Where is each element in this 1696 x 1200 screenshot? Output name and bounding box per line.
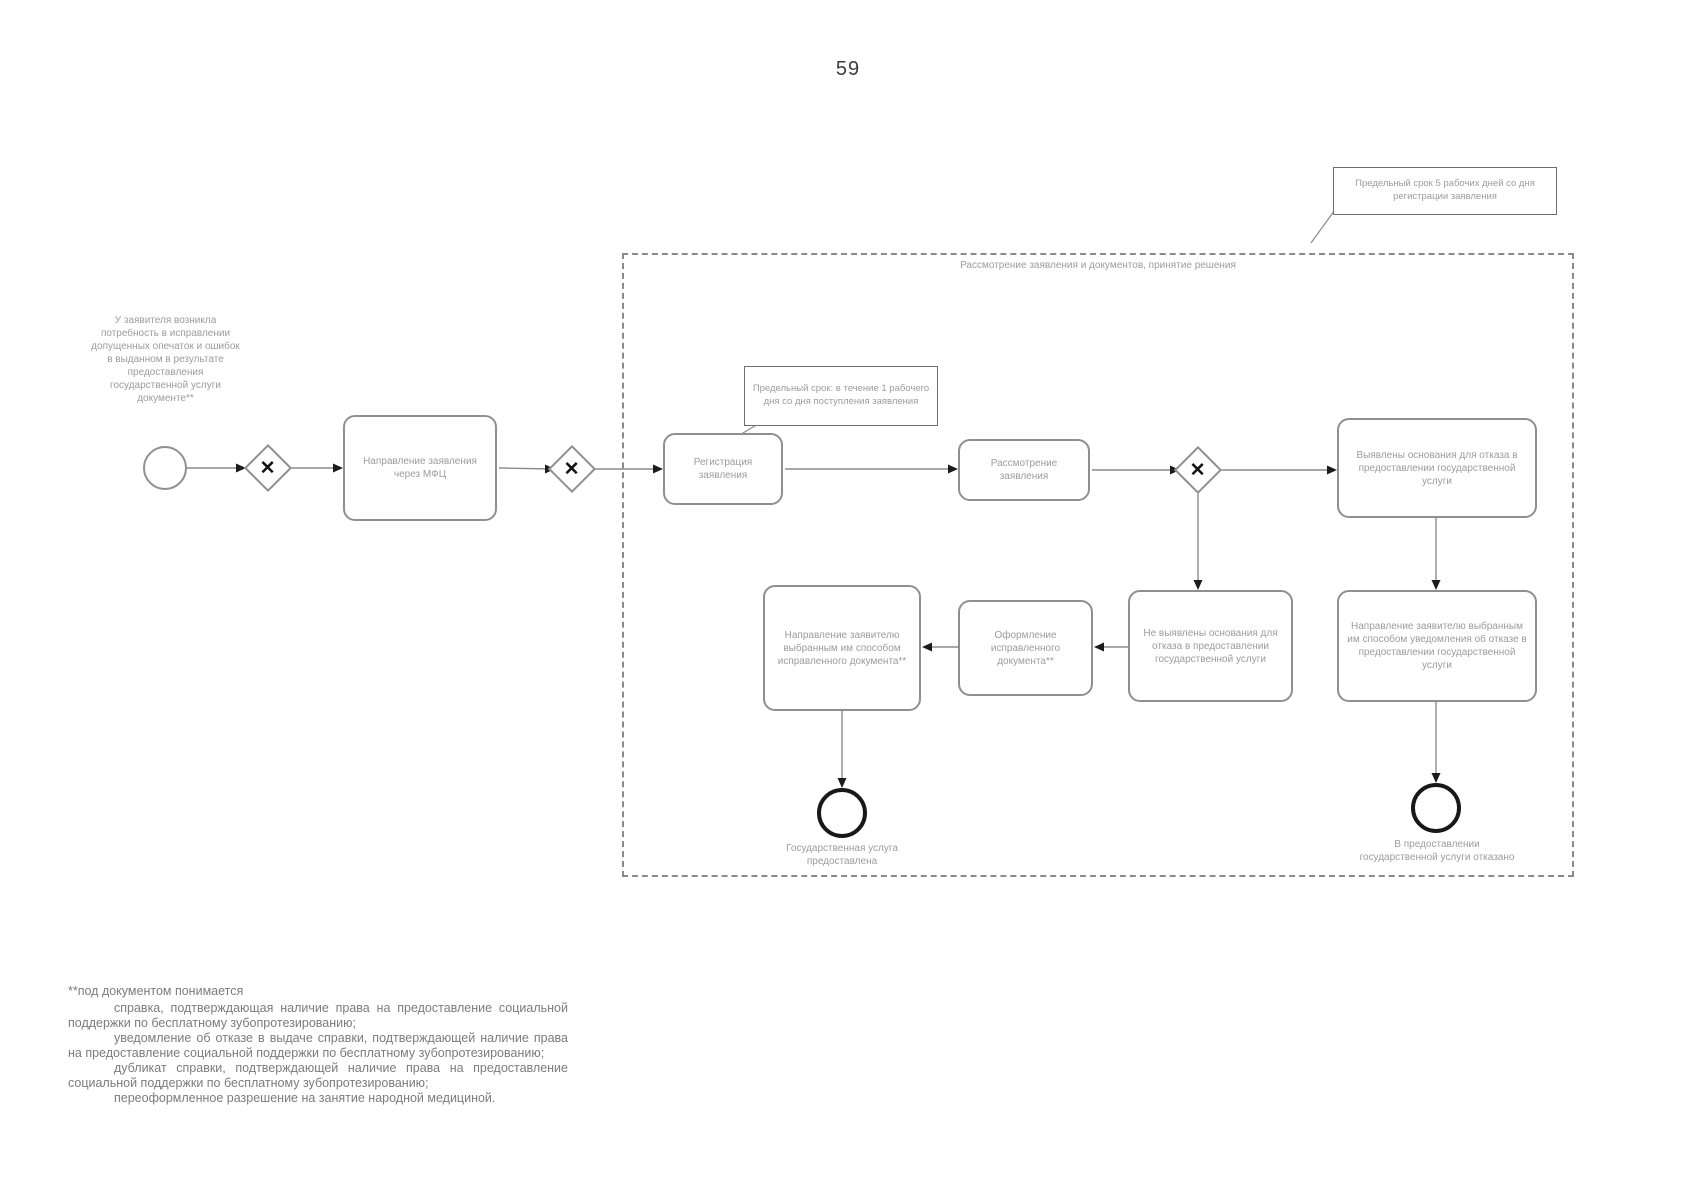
- annotation-deadline-registration: Предельный срок: в течение 1 рабочего дн…: [744, 366, 938, 426]
- task-send-document: Направление заявителю выбранным им спосо…: [763, 585, 921, 711]
- task-send-refusal: Направление заявителю выбранным им спосо…: [1337, 590, 1537, 702]
- gateway-x-icon: ✕: [564, 458, 580, 480]
- footnote-item: переоформленное разрешение на занятие на…: [114, 1091, 496, 1105]
- footnote: **под документом понимается справка, под…: [68, 984, 568, 1106]
- gateway-x-icon: ✕: [260, 457, 276, 479]
- footnote-item: дубликат справки, подтверждающей наличие…: [68, 1061, 568, 1090]
- task-no-grounds: Не выявлены основания для отказа в предо…: [1128, 590, 1293, 702]
- task-send-via-mfc: Направление заявления через МФЦ: [343, 415, 497, 521]
- end-event-refused-label: В предоставлении государственной услуги …: [1359, 839, 1515, 863]
- end-event-success-label: Государственная услуга предоставлена: [786, 843, 898, 867]
- task-prepare-document: Оформление исправленного документа**: [958, 600, 1093, 696]
- task-registration: Регистрация заявления: [663, 433, 783, 505]
- start-event: [143, 446, 187, 490]
- annotation-deadline-5-days: Предельный срок 5 рабочих дней со дня ре…: [1333, 167, 1557, 215]
- footnote-item: уведомление об отказе в выдаче справки, …: [68, 1031, 568, 1060]
- start-event-label: У заявителя возникла потребность в испра…: [91, 315, 240, 404]
- end-event-refused: [1411, 783, 1461, 833]
- page-number: 59: [835, 58, 861, 80]
- lane-title: Рассмотрение заявления и документов, при…: [960, 260, 1236, 271]
- footnote-item: справка, подтверждающая наличие права на…: [68, 1001, 568, 1030]
- lane-review-subprocess: Рассмотрение заявления и документов, при…: [622, 253, 1574, 877]
- gateway-x-icon: ✕: [1190, 459, 1206, 481]
- footnote-intro: **под документом понимается: [68, 984, 244, 998]
- task-review: Рассмотрение заявления: [958, 439, 1090, 501]
- sequence-flows: [187, 467, 1437, 786]
- end-event-success: [817, 788, 867, 838]
- task-grounds-found: Выявлены основания для отказа в предоста…: [1337, 418, 1537, 518]
